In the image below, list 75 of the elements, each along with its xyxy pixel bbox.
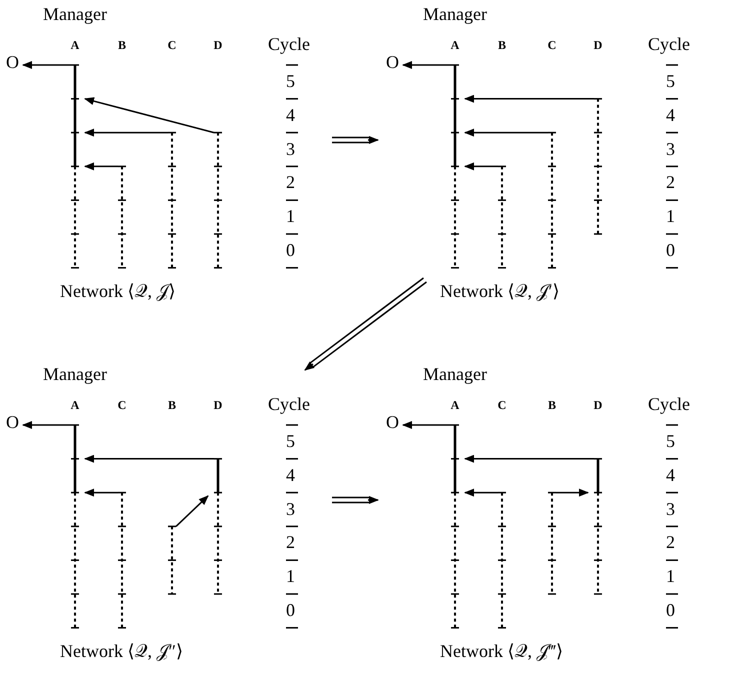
network-caption: Network ⟨𝒬, 𝒥‴⟩	[440, 640, 563, 662]
arrow	[402, 421, 451, 429]
arrow	[84, 162, 118, 170]
output-label: O	[386, 412, 399, 433]
cycle-number: 1	[286, 206, 295, 228]
cycle-number: 3	[286, 498, 295, 520]
cycle-number: 0	[666, 600, 675, 621]
cycle-number: 2	[286, 172, 295, 194]
column-letter: D	[592, 38, 604, 53]
output-label: O	[386, 52, 399, 73]
cycle-number: 4	[666, 104, 675, 126]
cycle-number: 4	[286, 104, 295, 126]
cycle-number: 5	[666, 70, 675, 92]
arrow	[331, 136, 379, 144]
cycle-number: 5	[286, 70, 295, 92]
arrow	[84, 488, 118, 497]
arrow	[464, 162, 498, 170]
arrow	[175, 495, 209, 527]
cycle-number: 2	[286, 532, 295, 554]
column-letter: D	[592, 398, 604, 413]
cycle-number: 1	[666, 206, 675, 228]
column-letter: B	[496, 38, 507, 53]
arrow	[464, 488, 498, 497]
column-letter: C	[546, 38, 558, 53]
cycle-number: 1	[286, 566, 295, 588]
arrow	[331, 496, 379, 504]
axis-title: Cycle	[268, 394, 310, 415]
column-letter: B	[546, 398, 557, 413]
column-letter: B	[116, 38, 127, 53]
arrow	[464, 454, 594, 463]
output-label: O	[6, 52, 19, 73]
axis-title: Cycle	[648, 394, 690, 415]
arrow	[464, 128, 548, 137]
cycle-number: 4	[286, 464, 295, 486]
axis-title: Cycle	[648, 34, 690, 55]
arrow	[84, 128, 168, 137]
manager-label: Manager	[423, 364, 487, 385]
cycle-number: 3	[666, 498, 675, 520]
column-letter: A	[70, 398, 80, 413]
column-letter: C	[166, 38, 178, 53]
column-letter: D	[212, 398, 224, 413]
column-letter: C	[496, 398, 508, 413]
cycle-number: 5	[666, 430, 675, 452]
arrow	[402, 61, 451, 69]
column-letter: A	[70, 38, 80, 53]
arrow	[22, 421, 71, 429]
axis-title: Cycle	[268, 34, 310, 55]
arrow	[84, 97, 214, 134]
column-letter: C	[116, 398, 128, 413]
arrow	[84, 454, 214, 463]
cycle-number: 0	[286, 240, 295, 261]
manager-label: Manager	[43, 364, 107, 385]
network-caption: Network ⟨𝒬, 𝒥⟩	[60, 280, 176, 302]
column-letter: A	[450, 398, 460, 413]
column-letter: B	[166, 398, 177, 413]
arrow	[464, 94, 594, 103]
cycle-number: 3	[666, 138, 675, 160]
network-caption: Network ⟨𝒬, 𝒥′⟩	[440, 280, 560, 302]
cycle-number: 4	[666, 464, 675, 486]
column-letter: A	[450, 38, 460, 53]
manager-label: Manager	[423, 4, 487, 25]
arrow	[304, 277, 428, 371]
arrow	[556, 488, 589, 497]
arrow	[22, 61, 71, 69]
cycle-number: 2	[666, 172, 675, 194]
cycle-number: 1	[666, 566, 675, 588]
cycle-number: 2	[666, 532, 675, 554]
network-caption: Network ⟨𝒬, 𝒥″⟩	[60, 640, 183, 662]
output-label: O	[6, 412, 19, 433]
cycle-number: 0	[286, 600, 295, 621]
column-letter: D	[212, 38, 224, 53]
cycle-number: 3	[286, 138, 295, 160]
manager-label: Manager	[43, 4, 107, 25]
cycle-number: 0	[666, 240, 675, 261]
cycle-number: 5	[286, 430, 295, 452]
